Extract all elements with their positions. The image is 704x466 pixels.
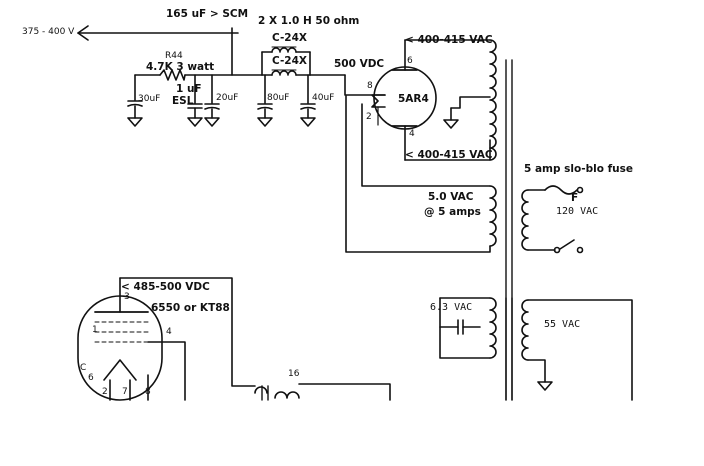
cap-30uf — [127, 74, 143, 127]
choke-spec-label: 2 X 1.0 H 50 ohm — [258, 15, 360, 27]
rect-tube-label: 5AR4 — [398, 93, 429, 105]
r44-value-label: 4.7K 3 watt — [146, 61, 215, 73]
b-plus-bus — [134, 27, 386, 96]
cap-40uf — [300, 74, 316, 127]
choke-bottom-label: C-24X — [272, 55, 308, 67]
choke-pair — [261, 46, 311, 76]
fil-5v-label: 5.0 VAC — [428, 191, 474, 203]
pt-pin6-label: 6 — [88, 373, 94, 383]
power-switch — [559, 239, 575, 250]
b-plus-label: 500 VDC — [334, 58, 385, 70]
hv-secondary-winding — [404, 39, 497, 161]
cap-esl-1uf — [187, 74, 203, 127]
output-tube-6550 — [77, 277, 256, 401]
lower-transformer — [439, 297, 633, 401]
fuse-ref-label: F — [571, 192, 579, 204]
primary-winding — [521, 185, 584, 254]
scm-cap-label: 165 uF > SCM — [166, 8, 249, 20]
pin6-label: 6 — [407, 56, 413, 66]
mains-label: 120 VAC — [556, 206, 599, 217]
pin2-label: 2 — [366, 112, 372, 122]
filament-5v-winding — [345, 95, 497, 253]
fil-5v-current-label: @ 5 amps — [424, 206, 481, 218]
cap-20uf — [204, 74, 220, 127]
cap-40-label: 40uF — [312, 93, 335, 103]
ot-pin16-label: 16 — [288, 369, 300, 379]
pt-pin8-label: 8 — [145, 387, 151, 397]
output-plate-label: < 485-500 VDC — [121, 281, 210, 293]
r44-ref-label: R44 — [165, 51, 183, 61]
hv-top-label: < 400-415 VAC — [405, 34, 493, 46]
rectifier-tube-5ar4 — [371, 39, 437, 161]
pt-pin2-label: 2 — [102, 387, 108, 397]
fil-6v-label: 6.3 VAC — [430, 302, 473, 313]
pt-pin4-label: 4 — [166, 327, 172, 337]
pin8-label: 8 — [367, 81, 373, 91]
esl-value-label: 1 uF — [176, 83, 202, 95]
r44-resistor — [159, 69, 186, 81]
bias-winding-label: 55 VAC — [544, 319, 581, 330]
pt-pin7-label: 7 — [122, 387, 128, 397]
pt-pin3-label: 3 — [124, 292, 130, 302]
power-tube-label: 6550 or KT88 — [151, 302, 230, 314]
choke-top-label: C-24X — [272, 32, 308, 44]
cap-30-label: 30uF — [138, 94, 161, 104]
hv-bottom-label: < 400-415 VAC — [405, 149, 493, 161]
pt-pin1-label: 1 — [92, 325, 98, 335]
cap-80-label: 80uF — [267, 93, 290, 103]
pt-pin-c-label: C — [80, 363, 87, 373]
power-transformer-core — [505, 59, 513, 401]
pin4-label: 4 — [409, 129, 415, 139]
cap-80uf — [257, 74, 273, 127]
fuse-note-label: 5 amp slo-blo fuse — [524, 163, 633, 175]
output-transformer — [254, 383, 391, 401]
supply-out-label: 375 - 400 V — [22, 27, 75, 37]
esl-type-label: ESL — [172, 95, 194, 107]
cap-20-label: 20uF — [216, 93, 239, 103]
supply-output-arrow — [77, 25, 239, 41]
fuse-symbol — [544, 185, 578, 195]
